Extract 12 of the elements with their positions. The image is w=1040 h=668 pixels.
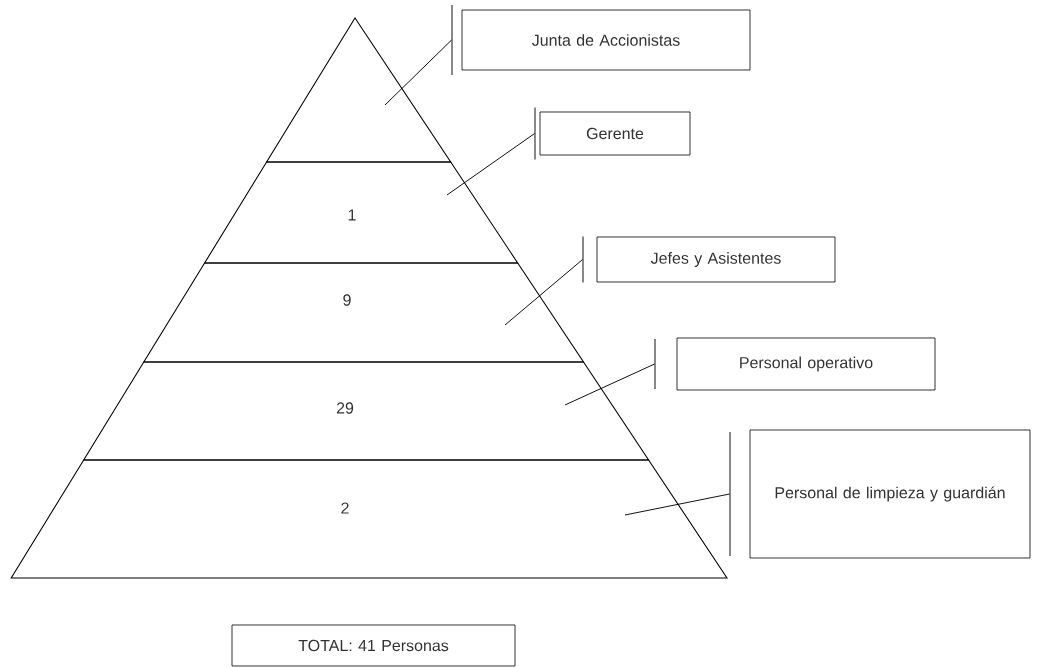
pyramid-band: 2 <box>10 459 728 579</box>
leader-line <box>564 363 656 406</box>
label-box: Junta de Accionistas <box>461 9 751 71</box>
label-box: Jefes y Asistentes <box>596 236 836 283</box>
label-box: Gerente <box>539 111 691 156</box>
total-box: TOTAL: 41 Personas <box>231 624 516 667</box>
label-box: Personal de limpieza y guardián <box>749 429 1031 559</box>
leader-line <box>446 133 536 196</box>
leader-line <box>504 259 584 326</box>
label-box: Personal operativo <box>676 337 936 391</box>
leader-line <box>624 493 731 516</box>
leader-line <box>384 39 453 106</box>
